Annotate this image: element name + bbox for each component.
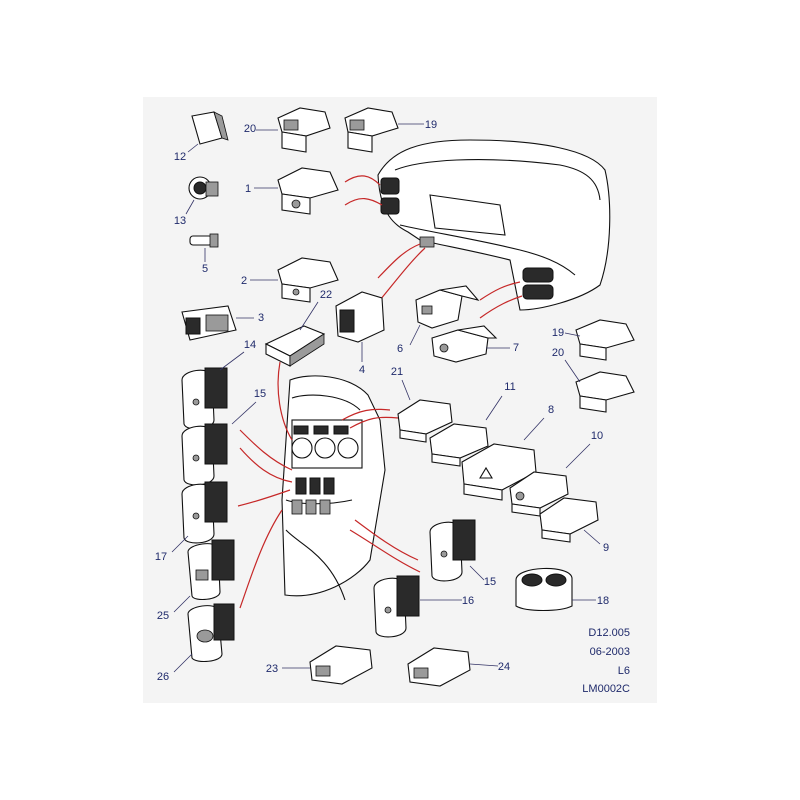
callout-1: 1 (245, 183, 251, 195)
part-19-switch-right (575, 319, 635, 361)
callout-5: 5 (202, 263, 208, 275)
part-20-switch-top (277, 107, 331, 153)
callout-20: 20 (552, 347, 564, 359)
callout-15: 15 (254, 388, 266, 400)
part-21-switch (397, 399, 453, 443)
callout-13: 13 (174, 215, 186, 227)
part-10-switch (509, 471, 569, 517)
callout-8: 8 (548, 404, 554, 416)
part-15-rocker-switch-right (429, 519, 476, 582)
part-15-rocker-switch-left (181, 423, 228, 486)
callout-23: 23 (266, 663, 278, 675)
callout-9: 9 (603, 542, 609, 554)
callout-7: 7 (513, 342, 519, 354)
part-18-switch (515, 567, 573, 612)
part-13-socket (188, 176, 219, 200)
callout-4: 4 (359, 364, 365, 376)
part-4-switch-pack (335, 291, 385, 343)
part-23-switch (309, 645, 373, 685)
callout-17: 17 (155, 551, 167, 563)
part-7-switch (431, 325, 498, 363)
leader-lines (171, 123, 601, 673)
part-2-switch (277, 257, 339, 303)
part-24-switch (407, 647, 471, 687)
part-1-switch (277, 167, 339, 215)
red-guide-lines (237, 175, 523, 609)
callout-21: 21 (391, 366, 403, 378)
callout-19: 19 (552, 327, 564, 339)
callout-18: 18 (597, 595, 609, 607)
part-11-switch (429, 423, 489, 467)
dashboard-assembly (377, 139, 611, 311)
callout-11: 11 (504, 381, 515, 393)
callout-15: 15 (484, 576, 496, 588)
diagram-level: L6 (617, 665, 630, 677)
callout-14: 14 (244, 339, 256, 351)
part-9-switch (539, 497, 599, 543)
diagram-date: 06-2003 (589, 646, 630, 658)
callout-20: 20 (244, 123, 256, 135)
part-16-rocker-switch (373, 575, 420, 638)
part-6-switch (415, 285, 480, 329)
part-8-hazard-switch (461, 443, 537, 501)
part-22-switch-bank (264, 325, 326, 367)
part-17-rocker-switch (181, 481, 228, 544)
callout-6: 6 (397, 343, 403, 355)
part-3-module (181, 305, 237, 341)
part-5-bulb (189, 233, 219, 248)
callout-24: 24 (498, 661, 510, 673)
part-14-rocker-switch (181, 367, 228, 430)
callout-22: 22 (320, 289, 332, 301)
callout-10: 10 (591, 430, 603, 442)
callout-19: 19 (425, 119, 437, 131)
part-19-switch-top (344, 107, 399, 153)
centre-console-assembly (281, 375, 386, 601)
part-12-cover-cap (191, 111, 229, 145)
diagram-code: LM0002C (582, 683, 630, 695)
diagram-reference: D12.005 (588, 627, 630, 639)
part-26-switch (187, 603, 235, 663)
callout-26: 26 (157, 671, 169, 683)
callout-25: 25 (157, 610, 169, 622)
callout-12: 12 (174, 151, 186, 163)
part-25-switch (187, 539, 235, 601)
callout-3: 3 (258, 312, 264, 324)
callout-16: 16 (462, 595, 474, 607)
part-20-switch-right (575, 371, 635, 413)
callout-2: 2 (241, 275, 247, 287)
